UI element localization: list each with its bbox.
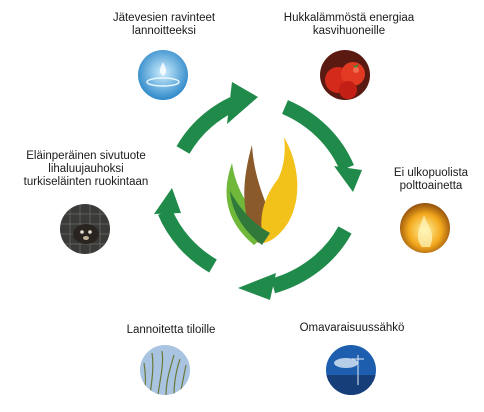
arrow-top-right-icon: [281, 100, 354, 172]
water-drop-photo: [138, 50, 188, 100]
flame-leaf-logo-icon: [226, 137, 298, 245]
arrow-top-left-icon: [176, 97, 237, 154]
arrow-bottom-left-icon: [158, 208, 217, 273]
label-electricity: Omavaraisuussähkö: [296, 322, 408, 335]
arrowhead-top-left-icon: [227, 82, 258, 124]
label-greenhouse-line-2: kasvihuoneille: [312, 25, 386, 37]
tomato-photo: [320, 50, 370, 100]
label-nutrients: Jätevesien ravinteet lannoitteeksi: [103, 12, 225, 38]
arrow-bottom-right-icon: [270, 226, 352, 294]
grass-photo: [140, 345, 190, 395]
label-animal-line-2: lihaluujauhoksi: [48, 163, 124, 175]
label-fertilizer: Lannoitetta tiloille: [112, 324, 230, 337]
label-fuel-line-2: polttoainetta: [399, 180, 463, 192]
arrowhead-top-right-icon: [334, 166, 362, 192]
label-nutrients-line-1: Jätevesien ravinteet: [112, 12, 216, 24]
label-greenhouse-line-1: Hukkalämmöstä energiaa: [283, 12, 415, 24]
arrowhead-bottom-left-icon: [154, 188, 181, 214]
flame-photo: [400, 203, 450, 253]
label-electricity-line-1: Omavaraisuussähkö: [299, 322, 405, 334]
label-greenhouse: Hukkalämmöstä energiaa kasvihuoneille: [279, 12, 419, 38]
label-fuel-line-1: Ei ulkopuolista: [393, 167, 469, 179]
label-fuel: Ei ulkopuolista polttoainetta: [386, 167, 476, 193]
mink-photo: [60, 204, 110, 254]
label-nutrients-line-2: lannoitteeksi: [132, 25, 196, 37]
label-animal-line-1: Eläinperäinen sivutuote: [26, 150, 146, 162]
sky-photo: [326, 345, 376, 395]
label-animal: Eläinperäinen sivutuote lihaluujauhoksi …: [6, 150, 166, 189]
label-animal-line-3: turkiseläinten ruokintaan: [23, 176, 149, 188]
label-fertilizer-line-1: Lannoitetta tiloille: [126, 324, 216, 336]
arrowhead-bottom-right-icon: [238, 273, 276, 300]
